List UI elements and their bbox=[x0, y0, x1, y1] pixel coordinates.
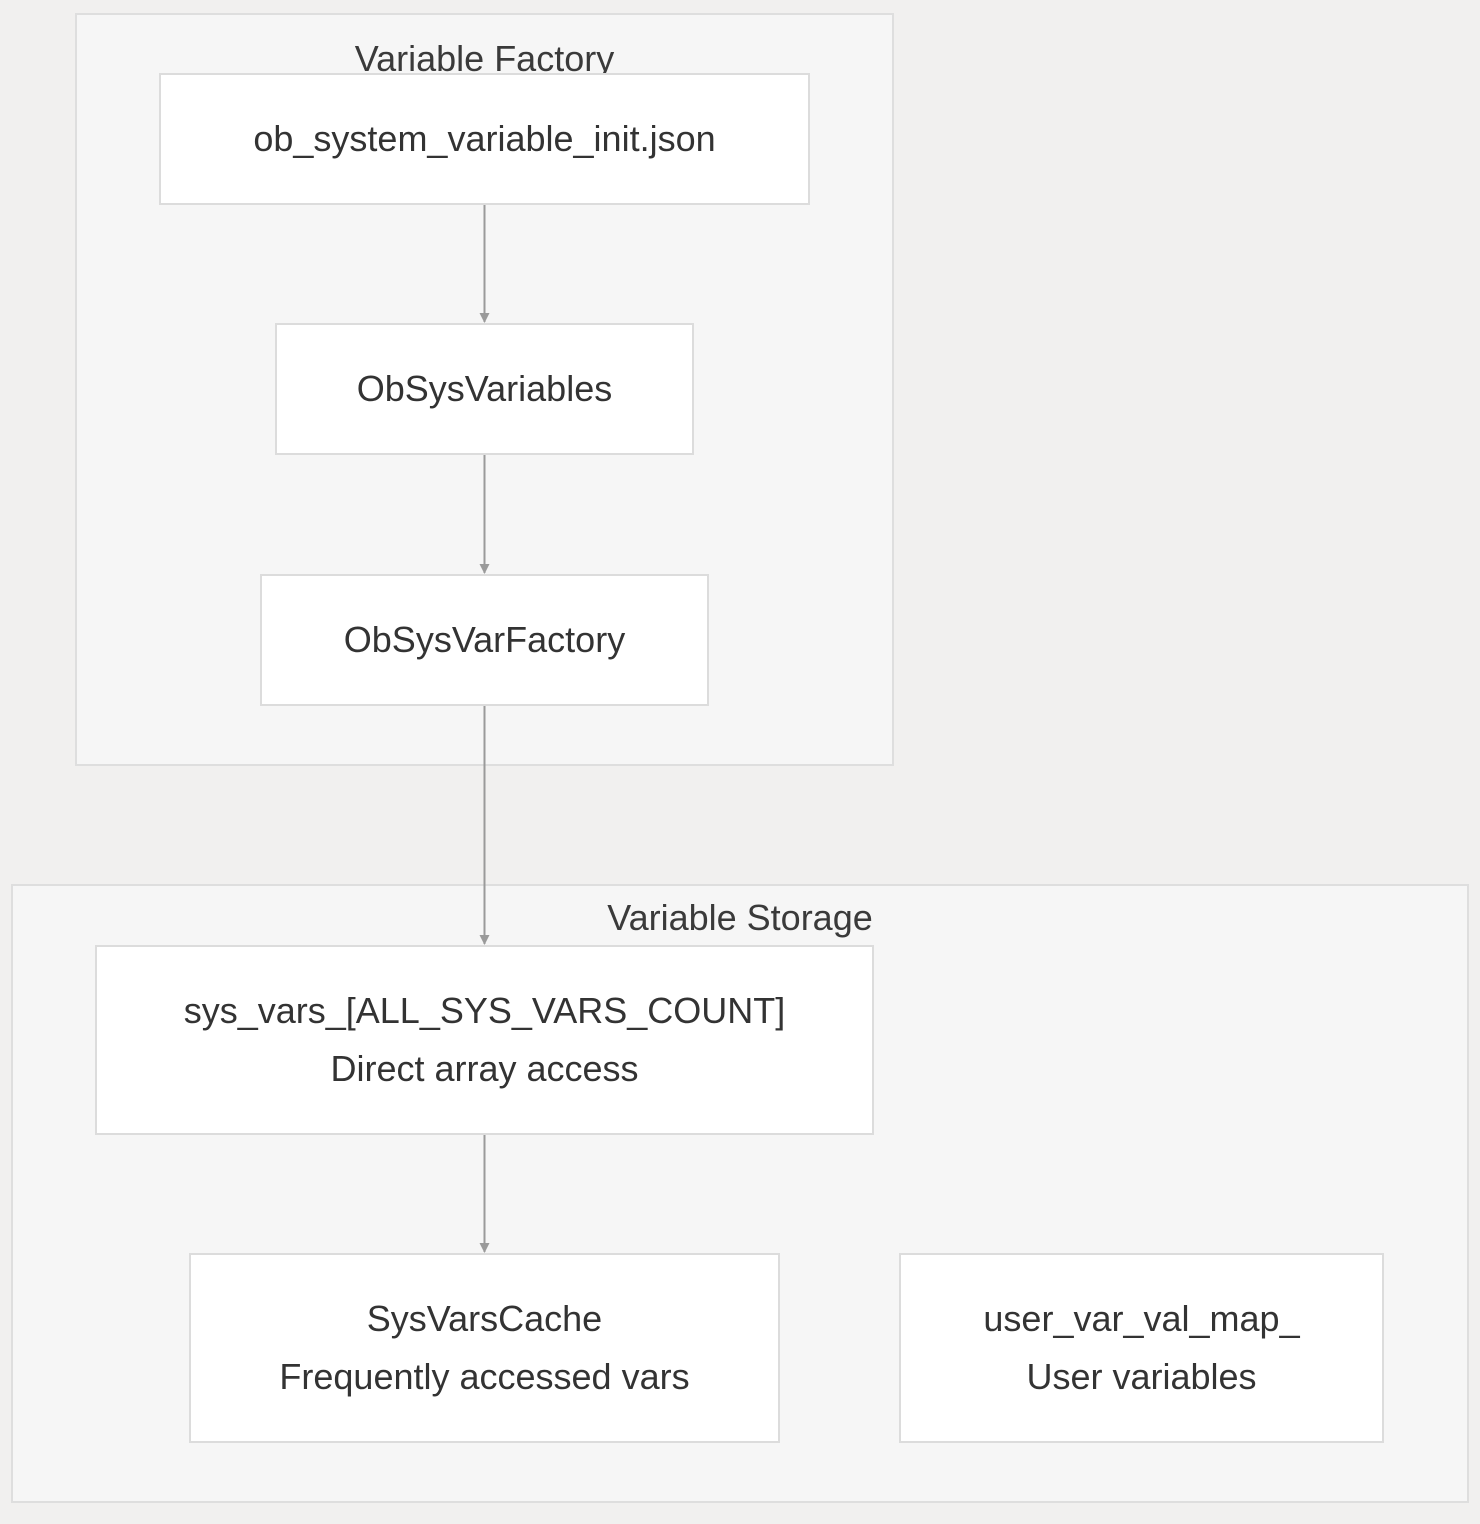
cluster-title-variable-storage: Variable Storage bbox=[607, 897, 873, 938]
node-label-title: user_var_val_map_ bbox=[983, 1298, 1300, 1339]
node-obsysvarfactory: ObSysVarFactory bbox=[260, 574, 709, 706]
node-sys-vars-array: sys_vars_[ALL_SYS_VARS_COUNT] Direct arr… bbox=[95, 945, 874, 1135]
node-label: ob_system_variable_init.json bbox=[253, 118, 716, 159]
node-ob-system-variable-init-json: ob_system_variable_init.json bbox=[159, 73, 810, 205]
node-user-var-val-map: user_var_val_map_ User variables bbox=[899, 1253, 1384, 1443]
node-label-description: Direct array access bbox=[330, 1048, 639, 1089]
cluster-title-variable-factory: Variable Factory bbox=[354, 38, 615, 79]
node-label: ObSysVarFactory bbox=[343, 619, 626, 660]
node-obsysvariables: ObSysVariables bbox=[275, 323, 694, 455]
node-label-title: sys_vars_[ALL_SYS_VARS_COUNT] bbox=[183, 990, 786, 1031]
node-label-title: SysVarsCache bbox=[366, 1298, 603, 1339]
node-sysvarscache: SysVarsCache Frequently accessed vars bbox=[189, 1253, 780, 1443]
node-label: ObSysVariables bbox=[356, 368, 613, 409]
node-label-description: Frequently accessed vars bbox=[279, 1356, 690, 1397]
node-label-description: User variables bbox=[1026, 1356, 1257, 1397]
